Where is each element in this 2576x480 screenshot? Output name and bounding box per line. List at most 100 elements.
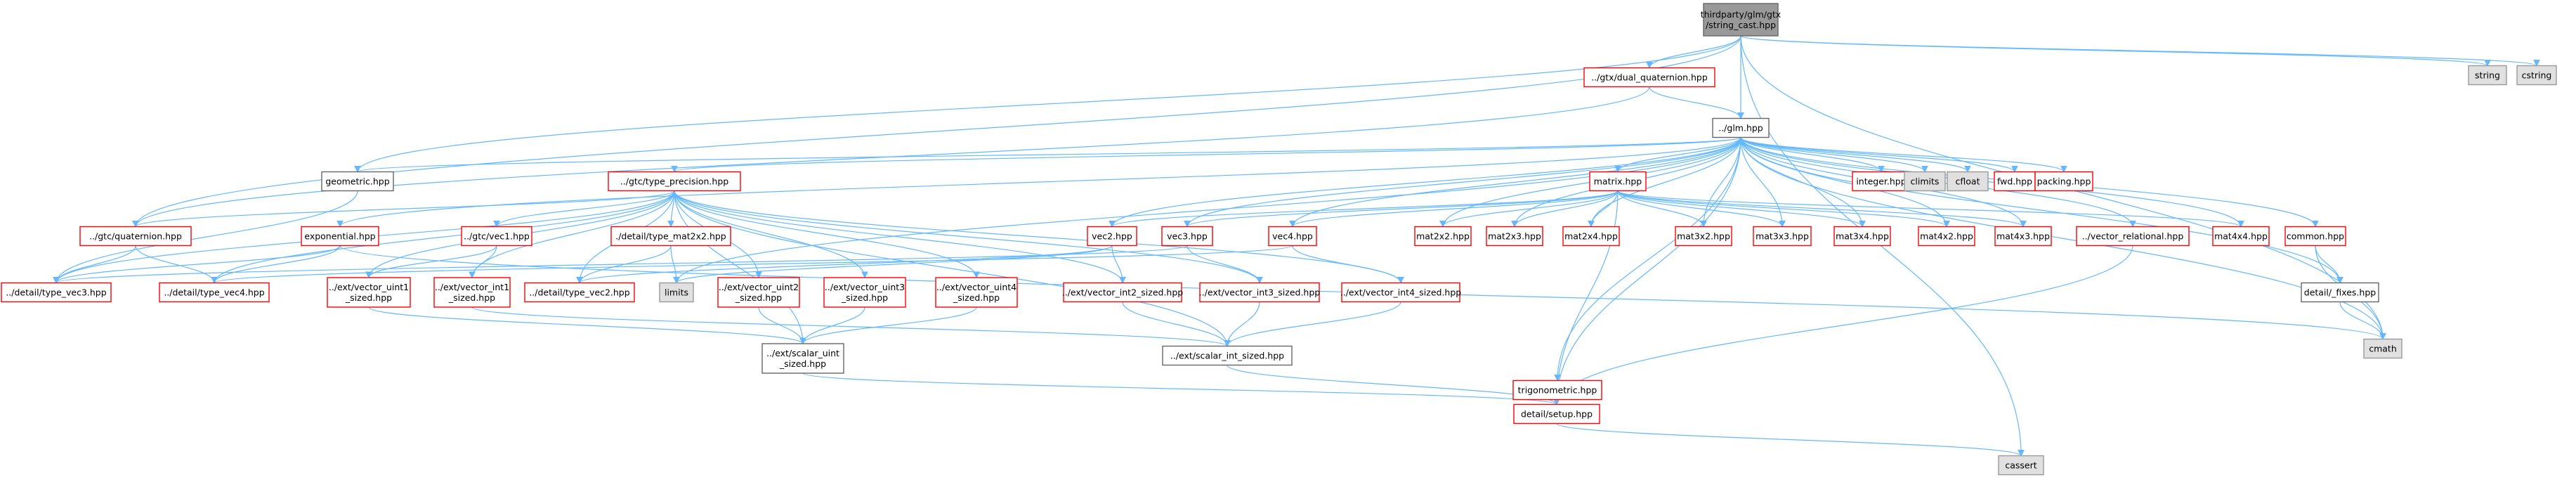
node-mat3x3h-box: [1753, 226, 1812, 247]
edge-vec4-to-tvec4: [214, 245, 1293, 284]
node-cstring-label-0: cstring: [2522, 70, 2552, 81]
node-packing-label-0: packing.hpp: [2037, 176, 2091, 187]
arrowhead-typeprec-to-vuint2: [755, 271, 762, 279]
edge-glm-to-limits: [676, 137, 1741, 283]
edge-root-to-geometric: [357, 35, 1741, 172]
node-root[interactable]: thirdparty/glm/gtx/string_cast.hpp: [1701, 3, 1781, 37]
node-mat2x2h[interactable]: mat2x2.hpp: [1414, 226, 1472, 247]
node-cmath: cmath: [2363, 338, 2402, 359]
node-fwd[interactable]: fwd.hpp: [1994, 171, 2036, 192]
node-tvec3-box: [1, 282, 112, 303]
node-mat2x3h[interactable]: mat2x3.hpp: [1486, 226, 1543, 247]
edge-glm-to-exponential: [339, 137, 1741, 227]
edge-typeprec-to-gtcvec1: [496, 190, 675, 227]
node-trig[interactable]: trigonometric.hpp: [1512, 380, 1602, 401]
node-sint[interactable]: ../ext/scalar_int_sized.hpp: [1162, 345, 1293, 366]
node-setup[interactable]: detail/setup.hpp: [1513, 403, 1600, 424]
node-mat3x2h-label-0: mat3x2.hpp: [1677, 231, 1730, 242]
node-common[interactable]: common.hpp: [2284, 226, 2346, 247]
node-tvec2[interactable]: ../detail/type_vec2.hpp: [524, 282, 635, 303]
node-mat3x2h[interactable]: mat3x2.hpp: [1675, 226, 1732, 247]
edge-fixes-to-cmath: [2339, 301, 2384, 339]
node-mat2x2[interactable]: ./detail/type_mat2x2.hpp: [610, 226, 731, 247]
arrowhead-typeprec-to-vuint4: [973, 271, 980, 279]
edge-glm-to-mat3x3h: [1740, 137, 1783, 227]
node-typeprec[interactable]: ../gtc/type_precision.hpp: [608, 171, 741, 192]
node-tvec2-box: [524, 282, 635, 303]
node-cmath-box: [2363, 338, 2402, 359]
edge-gtcvec1-to-vint1: [471, 245, 497, 278]
node-vrel[interactable]: ../vector_relational.hpp: [2076, 226, 2190, 247]
node-tvec3-label-0: ../detail/type_vec3.hpp: [6, 287, 106, 298]
node-suint[interactable]: ../ext/scalar_uint_sized.hpp: [761, 343, 844, 374]
node-quat[interactable]: ../gtc/quaternion.hpp: [79, 226, 192, 247]
node-mat2x4h-box: [1562, 226, 1620, 247]
node-matrix-label-0: matrix.hpp: [1594, 176, 1642, 187]
node-vuint3[interactable]: ../ext/vector_uint3_sized.hpp: [823, 277, 906, 308]
node-vec4[interactable]: vec4.hpp: [1268, 226, 1317, 247]
edge-matrix-to-setup: [1556, 190, 1619, 405]
node-vuint4-label-1: _sized.hpp: [953, 292, 1000, 303]
node-tvec3[interactable]: ../detail/type_vec3.hpp: [1, 282, 112, 303]
node-root-box: [1703, 3, 1779, 37]
node-mat3x2h-box: [1675, 226, 1732, 247]
node-exponential[interactable]: exponential.hpp: [301, 226, 379, 247]
node-gtcvec1[interactable]: ../gtc/vec1.hpp: [461, 226, 532, 247]
arrowhead-setup-to-cassert: [2018, 450, 2025, 457]
arrowhead-matrix-to-mat2x3h: [1511, 221, 1518, 228]
node-sint-box: [1162, 345, 1293, 366]
node-packing[interactable]: packing.hpp: [2034, 171, 2093, 192]
node-vuint1-label-1: _sized.hpp: [345, 292, 392, 303]
node-mat3x3h[interactable]: mat3x3.hpp: [1753, 226, 1812, 247]
node-geometric[interactable]: geometric.hpp: [321, 171, 394, 192]
arrowhead-typeprec-to-quat: [132, 221, 139, 228]
edge-matrix-to-vec2: [1111, 190, 1619, 228]
node-tvec4[interactable]: ../detail/type_vec4.hpp: [159, 282, 270, 303]
edge-geometric-to-tvec3: [55, 190, 358, 283]
node-mat2x2h-label-0: mat2x2.hpp: [1416, 231, 1470, 242]
node-glm[interactable]: ../glm.hpp: [1712, 117, 1770, 138]
edge-root-to-cstring: [1740, 35, 2537, 67]
node-vint1[interactable]: ../ext/vector_int1_sized.hpp: [433, 277, 511, 308]
node-vint2[interactable]: ../ext/vector_int2_sized.hpp: [1062, 282, 1184, 303]
node-vuint2[interactable]: ../ext/vector_uint2_sized.hpp: [717, 277, 800, 308]
node-mat4x4h[interactable]: mat4x4.hpp: [2212, 226, 2270, 247]
edge-root-to-dq: [1649, 35, 1741, 68]
edge-typeprec-to-quat: [135, 190, 675, 228]
edge-typeprec-to-sint: [674, 190, 1228, 346]
node-mat4x3h[interactable]: mat4x3.hpp: [1994, 226, 2052, 247]
node-vuint1[interactable]: ../ext/vector_uint1_sized.hpp: [327, 277, 411, 308]
node-fixes[interactable]: detail/_fixes.hpp: [2301, 282, 2379, 303]
node-vint4-label-0: ../ext/vector_int4_sized.hpp: [1340, 287, 1462, 298]
node-matrix[interactable]: matrix.hpp: [1589, 171, 1647, 192]
node-vint4[interactable]: ../ext/vector_int4_sized.hpp: [1340, 282, 1462, 303]
node-mat2x4h[interactable]: mat2x4.hpp: [1562, 226, 1620, 247]
edge-matrix-to-mat2x3h: [1514, 190, 1619, 227]
node-vec3-box: [1161, 226, 1213, 247]
edge-matrix-to-mat4x2h: [1617, 190, 1947, 228]
node-mat4x2h[interactable]: mat4x2.hpp: [1918, 226, 1975, 247]
arrowhead-matrix-to-mat4x2h: [1943, 221, 1950, 228]
node-mat4x4h-box: [2212, 226, 2270, 247]
edge-glm-to-cmath: [1740, 137, 2384, 339]
arrowhead-vuint4-to-suint: [799, 337, 806, 345]
node-vec2[interactable]: vec2.hpp: [1087, 226, 1137, 247]
arrowhead-matrix-to-vec3: [1184, 221, 1191, 228]
node-mat3x4h[interactable]: mat3x4.hpp: [1833, 226, 1891, 247]
node-dq[interactable]: ../gtx/dual_quaternion.hpp: [1583, 67, 1715, 88]
node-integer[interactable]: integer.hpp: [1852, 171, 1911, 192]
node-cassert-box: [1998, 455, 2044, 476]
node-vint1-box: [433, 277, 511, 308]
node-string: string: [2468, 65, 2507, 86]
node-mat2x3h-box: [1486, 226, 1543, 247]
node-vuint4[interactable]: ../ext/vector_uint4_sized.hpp: [935, 277, 1018, 308]
node-vec3[interactable]: vec3.hpp: [1161, 226, 1213, 247]
arrowhead-common-to-fixes: [2336, 277, 2343, 284]
node-packing-box: [2034, 171, 2093, 192]
edge-glm-to-trig: [1557, 137, 1741, 381]
arrowhead-matrix-to-mat2x2h: [1439, 221, 1446, 228]
node-vint3[interactable]: ../ext/vector_int3_sized.hpp: [1199, 282, 1321, 303]
node-vuint1-label-0: ../ext/vector_uint1: [329, 282, 409, 292]
node-fwd-label-0: fwd.hpp: [1997, 176, 2032, 187]
